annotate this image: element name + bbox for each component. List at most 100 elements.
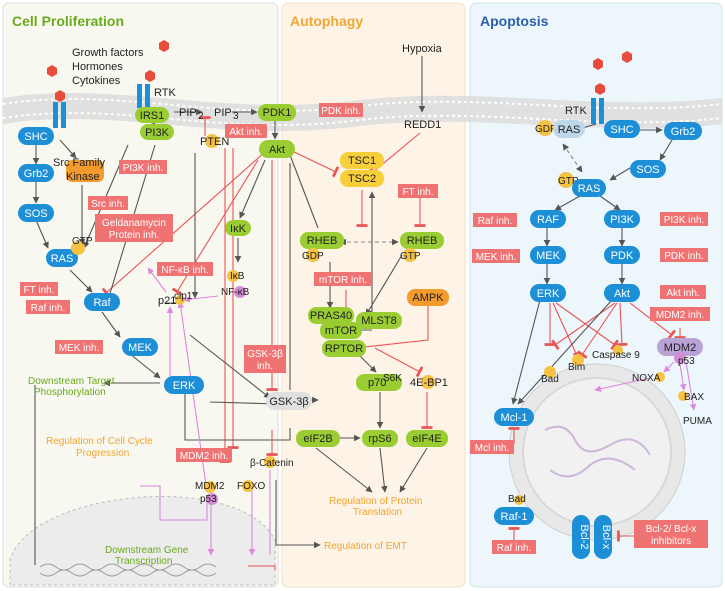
ligand-icon bbox=[595, 83, 605, 95]
svg-text:MEK: MEK bbox=[536, 250, 561, 262]
rps6-node[interactable]: rpS6 bbox=[362, 430, 398, 447]
pdk-inhibitor-right[interactable]: PDK inh. bbox=[660, 248, 708, 262]
pras40-node[interactable]: PRAS40 bbox=[308, 307, 354, 324]
gtp-badge-mid bbox=[403, 248, 417, 262]
4ebp1-node[interactable]: 4E-BP1 bbox=[410, 375, 448, 389]
svg-text:mTOR inh.: mTOR inh. bbox=[319, 275, 367, 286]
ligand-icon bbox=[145, 70, 155, 82]
mdm2-inhibitor-left[interactable]: MDM2 inh. bbox=[176, 448, 232, 462]
mdm2-inhibitor-right[interactable]: MDM2 inh. bbox=[650, 307, 710, 321]
svg-text:Akt inh.: Akt inh. bbox=[229, 127, 262, 138]
ras-bottom-node[interactable]: RAS bbox=[572, 179, 606, 197]
mek-node[interactable]: MEK bbox=[122, 338, 158, 356]
pi3k-node[interactable]: PI3K bbox=[140, 124, 174, 140]
emt-label: Regulation of EMT bbox=[324, 541, 407, 552]
svg-text:rpS6: rpS6 bbox=[368, 433, 391, 445]
mdm2-right-node[interactable]: MDM2 bbox=[657, 338, 703, 356]
erk-node[interactable]: ERK bbox=[164, 376, 204, 394]
protein-translation-label-2: Translation bbox=[353, 507, 402, 518]
irs1-node[interactable]: IRS1 bbox=[135, 107, 169, 123]
src-inhibitor[interactable]: Src inh. bbox=[88, 196, 128, 210]
svg-text:Raf inh.: Raf inh. bbox=[478, 216, 512, 227]
pdk-right-node[interactable]: PDK bbox=[604, 246, 640, 264]
raf-inhibitor-left[interactable]: Raf inh. bbox=[26, 300, 70, 314]
eif4e-node[interactable]: eIF4E bbox=[406, 430, 448, 447]
mek-inhibitor-left[interactable]: MEK inh. bbox=[55, 340, 103, 354]
downstream-target-label-2: Phosphorylation bbox=[34, 387, 106, 398]
raf-right-node[interactable]: RAF bbox=[530, 210, 566, 228]
akt-node[interactable]: Akt bbox=[259, 140, 295, 158]
svg-text:SOS: SOS bbox=[636, 164, 659, 176]
erk-right-node[interactable]: ERK bbox=[530, 284, 566, 302]
mcl-inhibitor[interactable]: Mcl inh. bbox=[470, 440, 514, 454]
svg-text:eIF2B: eIF2B bbox=[303, 433, 332, 445]
mek-right-node[interactable]: MEK bbox=[530, 246, 566, 264]
ras-node[interactable]: RAS bbox=[46, 249, 78, 267]
gdp-badge-mid bbox=[306, 248, 320, 262]
svg-text:Bcl-x: Bcl-x bbox=[600, 525, 612, 550]
pi3k-inhibitor[interactable]: PI3K inh. bbox=[119, 160, 167, 174]
section-title-apoptosis: Apoptosis bbox=[480, 13, 549, 29]
rptor-node[interactable]: RPTOR bbox=[322, 340, 366, 357]
bcl2-node[interactable]: Bcl-2 bbox=[572, 515, 590, 559]
nfkb-inhibitor[interactable]: NF-κB inh. bbox=[157, 262, 213, 276]
raf-inhibitor-right[interactable]: Raf inh. bbox=[473, 213, 517, 227]
nucleus bbox=[9, 496, 276, 586]
raf-inhibitor-bottom[interactable]: Raf inh. bbox=[492, 540, 536, 554]
raf-node[interactable]: Raf bbox=[84, 293, 120, 311]
sos-node[interactable]: SOS bbox=[18, 204, 54, 222]
gsk3b-node[interactable]: GSK-3β bbox=[266, 392, 312, 410]
svg-text:S6K: S6K bbox=[383, 373, 402, 384]
pten-label: PTEN bbox=[200, 136, 229, 148]
downstream-target-label-1: Downstream Target bbox=[28, 376, 115, 387]
pdk-inhibitor[interactable]: PDK inh. bbox=[319, 103, 363, 117]
mcl1-node[interactable]: Mcl-1 bbox=[494, 408, 534, 426]
tsc1-node[interactable]: TSC1 bbox=[340, 152, 384, 169]
tsc2-node[interactable]: TSC2 bbox=[340, 170, 384, 187]
mtor-inhibitor[interactable]: mTOR inh. bbox=[314, 272, 372, 286]
mek-inhibitor-right[interactable]: MEK inh. bbox=[472, 249, 520, 263]
akt-right-node[interactable]: Akt bbox=[604, 284, 640, 302]
src-label-line2: Kinase bbox=[66, 171, 100, 183]
ligand-icon bbox=[47, 65, 57, 77]
pdk1-node[interactable]: PDK1 bbox=[258, 104, 296, 121]
svg-text:Raf inh.: Raf inh. bbox=[497, 543, 531, 554]
shc-right-node[interactable]: SHC bbox=[604, 120, 640, 138]
src-kinase-node[interactable] bbox=[66, 160, 104, 182]
proliferation-panel bbox=[2, 2, 279, 588]
svg-text:PDK1: PDK1 bbox=[263, 107, 292, 119]
raf1-node[interactable]: Raf-1 bbox=[494, 507, 534, 525]
sos-right-node[interactable]: SOS bbox=[630, 160, 666, 178]
cell-cycle-label-2: Progression bbox=[76, 448, 129, 459]
rheb-gtp-node[interactable]: RHEB bbox=[400, 232, 444, 249]
ampk-node[interactable]: AMPK bbox=[407, 289, 449, 306]
pi3k-right-node[interactable]: PI3K bbox=[604, 210, 640, 228]
foxo-label: FOXO bbox=[237, 481, 266, 492]
ikk-node[interactable]: IκK bbox=[225, 220, 251, 236]
pi3k-inhibitor-right[interactable]: PI3K inh. bbox=[660, 212, 708, 226]
eif2b-node[interactable]: eIF2B bbox=[296, 430, 340, 447]
rheb-gdp-node[interactable]: RHEB bbox=[300, 232, 344, 249]
grb2-right-node[interactable]: Grb2 bbox=[664, 122, 702, 140]
ft-inhibitor-mid[interactable]: FT inh. bbox=[398, 184, 438, 198]
svg-text:4E-BP1: 4E-BP1 bbox=[410, 377, 448, 389]
ft-inhibitor-left[interactable]: FT inh. bbox=[20, 282, 58, 296]
bclx-node[interactable]: Bcl-x bbox=[594, 515, 612, 559]
akt-inhibitor-right[interactable]: Akt inh. bbox=[660, 285, 706, 299]
svg-text:inh.: inh. bbox=[257, 361, 273, 372]
svg-text:PRAS40: PRAS40 bbox=[310, 310, 352, 322]
ras-top-node[interactable]: RAS bbox=[553, 120, 585, 138]
mlst8-node[interactable]: MLST8 bbox=[356, 312, 402, 329]
svg-text:Akt: Akt bbox=[269, 144, 285, 156]
mtor-node[interactable]: mTOR bbox=[320, 322, 362, 339]
shc-node[interactable]: SHC bbox=[18, 127, 54, 145]
ikb-badge bbox=[227, 270, 239, 282]
svg-text:PDK: PDK bbox=[611, 250, 634, 262]
akt-inhibitor[interactable]: Akt inh. bbox=[225, 124, 267, 138]
grb2-node[interactable]: Grb2 bbox=[18, 164, 54, 182]
bcatenin-badge bbox=[264, 456, 276, 468]
